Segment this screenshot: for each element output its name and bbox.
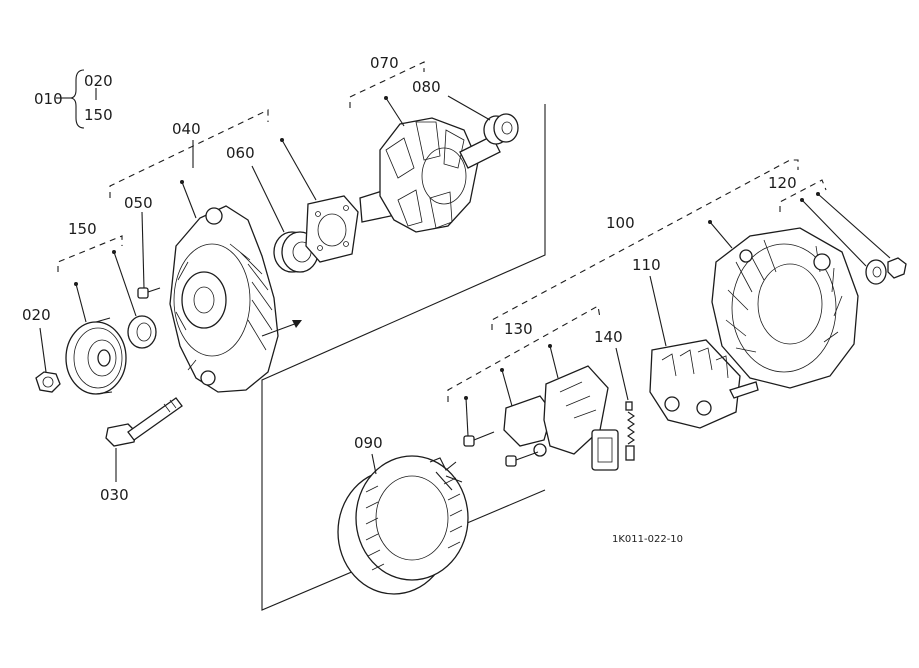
holder-screws [463, 431, 539, 467]
stator [337, 455, 469, 595]
brush-holder [503, 365, 619, 471]
label-110: 110 [632, 256, 661, 274]
label-070: 070 [370, 54, 399, 72]
label-020-kit: 020 [84, 72, 113, 90]
label-060: 060 [226, 144, 255, 162]
brush-spring [625, 401, 635, 461]
screw-050 [137, 287, 161, 299]
label-030: 030 [100, 486, 129, 504]
assembly-arrow [261, 320, 302, 337]
label-150: 150 [68, 220, 97, 238]
bearing-retainer-plate [305, 195, 359, 263]
spacer-ring [127, 315, 157, 349]
label-050: 050 [124, 194, 153, 212]
label-040: 040 [172, 120, 201, 138]
label-090: 090 [354, 434, 383, 452]
leader-lines [39, 95, 891, 482]
pulley [65, 317, 127, 395]
figure-code: 1K011-022-10 [612, 534, 683, 545]
rear-bearing [483, 113, 519, 145]
front-assembly-brackets [57, 109, 269, 272]
kit-brace-010 [56, 69, 97, 129]
pulley-nut [35, 371, 61, 393]
terminal-nut [865, 257, 907, 285]
label-020: 020 [22, 306, 51, 324]
label-120: 120 [768, 174, 797, 192]
label-140: 140 [594, 328, 623, 346]
front-bearing [273, 231, 319, 273]
front-bracket-housing [169, 205, 279, 393]
label-130: 130 [504, 320, 533, 338]
label-150-kit: 150 [84, 106, 113, 124]
part-labels: 010 020 150 040 060 050 150 020 030 070 … [22, 54, 797, 545]
rectifier [649, 339, 759, 429]
rear-housing [711, 227, 859, 389]
label-010: 010 [34, 90, 63, 108]
rotor [359, 117, 501, 233]
label-100: 100 [606, 214, 635, 232]
rear-assembly-bracket [447, 159, 827, 402]
through-bolt [105, 397, 183, 447]
label-080: 080 [412, 78, 441, 96]
